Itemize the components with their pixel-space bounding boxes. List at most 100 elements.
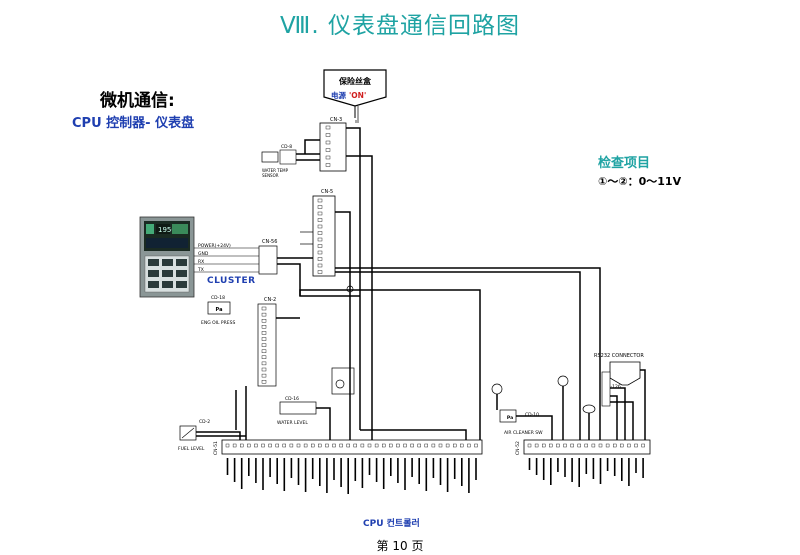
water-level-sensor-icon xyxy=(279,401,317,415)
fuse-power-prefix: 电源 xyxy=(331,90,346,100)
strip-pin xyxy=(431,443,436,448)
strip-pin xyxy=(367,443,372,448)
strip-pin xyxy=(620,443,624,448)
cluster-signal-label: RX xyxy=(198,259,204,265)
connector-pin xyxy=(317,270,323,274)
section-subheading: CPU 控制器- 仪表盘 xyxy=(72,116,195,131)
fuse-power-state: 'ON' xyxy=(349,91,366,100)
page-number: 第 10 页 xyxy=(376,539,424,553)
connector-pin xyxy=(317,237,323,242)
strip-pin xyxy=(346,443,350,448)
cluster-button-icon xyxy=(162,281,173,288)
connector-pin xyxy=(261,367,267,372)
strip-pin xyxy=(410,443,414,448)
cluster-label: CLUSTER xyxy=(207,276,256,286)
strip-pin xyxy=(296,443,301,448)
pa2-label: Pa xyxy=(507,415,513,421)
connector-pin xyxy=(317,250,323,255)
strip-pin xyxy=(527,443,532,448)
strip-pin xyxy=(563,443,567,448)
connector-pin xyxy=(261,325,267,329)
strip-pin xyxy=(247,443,251,448)
cluster-button-icon xyxy=(162,259,173,266)
strip-pin xyxy=(613,443,617,448)
connector-pin xyxy=(325,125,331,130)
strip-pin xyxy=(332,443,336,448)
connector-pin xyxy=(261,349,267,353)
cluster-button-icon xyxy=(148,259,159,266)
strip-pin xyxy=(275,443,279,448)
strip-pin xyxy=(634,443,638,448)
strip-pin xyxy=(374,443,379,448)
strip-pin xyxy=(577,443,581,448)
connector-pin xyxy=(317,218,323,222)
cluster-signal-label: POWER(+24V) xyxy=(198,243,231,249)
fuse-box: 保险丝盒 电源 'ON' xyxy=(323,69,387,107)
strip-pin xyxy=(311,443,315,448)
lamp-icon xyxy=(335,379,345,389)
cluster-button-icon xyxy=(148,270,159,277)
strip-pin xyxy=(268,443,272,448)
connector-pin xyxy=(325,140,331,145)
strip-pin xyxy=(467,443,471,448)
connector-pin xyxy=(261,331,267,335)
section-heading: 微机通信: xyxy=(100,91,175,111)
cluster-unit: 1950 xyxy=(139,216,195,298)
cd8-label: CD-8 xyxy=(281,144,292,150)
water-temp-sensor-icon xyxy=(261,151,279,163)
strip-pin xyxy=(591,443,596,448)
cd8-connector xyxy=(279,149,297,165)
pa-label: Pa xyxy=(216,307,223,313)
strip-pin xyxy=(549,443,553,448)
strip-pin xyxy=(438,443,443,448)
strip-pin xyxy=(232,443,237,448)
connector-pin xyxy=(317,198,323,203)
cn126-label: CN-126 xyxy=(604,384,621,390)
check-value: ①～②：0～11V xyxy=(598,175,682,188)
cluster-display: 1950 xyxy=(158,226,176,234)
strip-pin xyxy=(396,443,400,448)
connector-pin xyxy=(317,257,323,261)
cpu-connector-strip: CN-51 CN-52 xyxy=(213,439,651,494)
rs232-label: RS232 CONNECTOR xyxy=(594,353,644,359)
cluster-button-icon xyxy=(162,270,173,277)
strip-pin xyxy=(605,443,610,448)
strip-pin xyxy=(474,443,478,448)
cn126-connector xyxy=(601,371,611,407)
cn5-connector xyxy=(312,195,336,277)
strip-pin xyxy=(417,443,421,448)
strip-pin xyxy=(424,443,428,448)
cd10-label: CD-10 xyxy=(525,412,539,418)
connector-pin xyxy=(317,224,323,229)
cn3-connector xyxy=(319,122,347,172)
cluster-button-icon xyxy=(176,270,187,277)
connector-pin xyxy=(317,205,323,209)
connector-pin xyxy=(261,355,267,359)
air-lamp-icon xyxy=(491,383,503,395)
strip-pin xyxy=(225,443,230,448)
strip-pin xyxy=(445,443,450,448)
page-title: Ⅷ. 仪表盘通信回路图 xyxy=(280,13,520,39)
connector-pin xyxy=(325,148,331,152)
cn2-label: CN-2 xyxy=(264,297,276,303)
rs232-lamp-icon xyxy=(557,375,569,387)
cluster-signal-label: GND xyxy=(198,251,209,257)
strip-pin xyxy=(389,443,393,448)
eng-oil-sensor-icon xyxy=(207,301,231,315)
strip-pin xyxy=(627,443,631,448)
cn52-label: CN-52 xyxy=(515,441,521,455)
connector-pin xyxy=(261,337,267,341)
strip-pin xyxy=(254,443,258,448)
rs232-connector-icon xyxy=(609,361,641,386)
air-cleaner-label: AIR CLEANER SW xyxy=(504,430,543,436)
connector-pin xyxy=(317,231,323,235)
strip-pin xyxy=(325,443,329,448)
strip-pin xyxy=(598,443,603,448)
strip-pin xyxy=(460,443,464,448)
fuel-level-label: FUEL LEVEL xyxy=(178,446,205,452)
strip-pin xyxy=(584,443,588,448)
strip-pin xyxy=(542,443,546,448)
cn5-label: CN-5 xyxy=(321,189,333,195)
